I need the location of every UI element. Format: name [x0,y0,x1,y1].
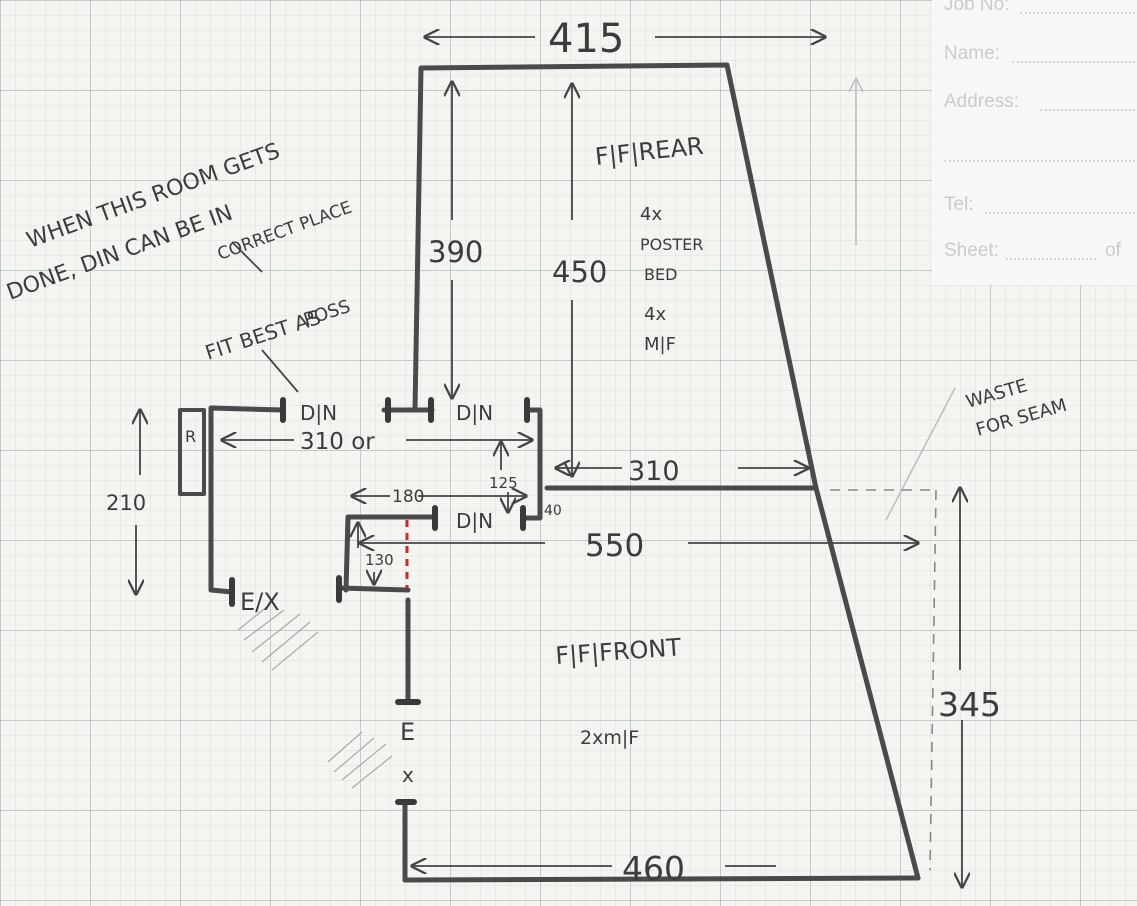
dim-cupboard-height: 210 [106,491,146,515]
dim-top-width: 415 [548,16,624,62]
pencil-hatching [237,605,393,789]
cupboard-label: R [185,427,196,446]
landing-right-wall [520,407,543,521]
front-inner-wall [343,514,438,593]
of-label: of [1105,240,1121,261]
dimension-arrows [136,37,962,887]
address-line-2 [944,160,1135,162]
dim-landing-width: 310 or [300,429,375,455]
rear-item-1c: BED [644,265,677,284]
din-label-2: D|N [456,401,493,425]
tel-line [985,212,1135,214]
dim-bottom-width: 460 [622,849,685,888]
ex-top-label: E/X [240,588,280,616]
rear-room-label: F|F|REAR [594,132,705,171]
door-jambs [229,397,530,805]
front-item: 2xm|F [580,727,639,749]
name-line [1012,61,1135,63]
room-labels: F|F|REAR 4x POSTER BED 4x M|F F|F|FRONT … [554,132,704,749]
fit-best-pointer [261,349,299,393]
job-no-label: Job No: [944,0,1010,15]
sheet-line [1006,258,1096,260]
pencil-guides [848,76,956,521]
dimension-labels: 415 390 450 310 310 or 125 180 40 550 13… [106,16,1001,888]
dim-landing-offset: 180 [392,487,424,507]
rear-item-2a: 4x [644,304,666,325]
rear-item-2b: M|F [644,334,676,355]
dim-front-width: 550 [585,528,644,564]
dim-step: 130 [365,551,394,569]
dim-mid-width: 310 [628,456,680,487]
dim-left-height: 390 [428,235,483,269]
job-no-line [1020,12,1135,14]
cupboard [178,408,206,496]
dim-landing-depth: 125 [489,474,518,492]
bottom-wall [402,875,921,883]
right-diagonal-wall [813,485,921,881]
tel-label: Tel: [944,194,974,215]
note-line-3: CORRECT PLACE [215,198,355,265]
sheet-label: Sheet: [944,240,999,261]
step-wall [336,585,411,593]
ex-front-x-label: x [402,763,414,787]
front-room-label: F|F|FRONT [554,633,682,670]
dim-front-height: 345 [938,685,1001,724]
address-line [1040,109,1135,111]
din-label-3: D|N [456,509,493,533]
rear-item-1a: 4x [640,204,662,225]
waste-outline [830,489,938,871]
note-pointer [231,241,263,273]
fit-best-line-2: POSS [301,296,353,331]
dim-rear-height: 450 [552,255,607,289]
notes: WHEN THIS ROOM GETS DONE, DIN CAN BE IN … [4,139,1070,441]
rear-item-1b: POSTER [640,235,703,254]
din-label-1: D|N [300,401,337,425]
walls [178,62,921,883]
rear-room-wall [412,62,819,491]
cupboard-wall [208,405,286,595]
door-labels: D|N D|N D|N E/X E x R [185,401,493,787]
job-form-panel [932,0,1137,285]
address-label: Address: [944,91,1019,112]
dim-small-gap: 40 [544,503,562,519]
ex-front-e-label: E [400,718,415,746]
name-label: Name: [944,43,1000,64]
